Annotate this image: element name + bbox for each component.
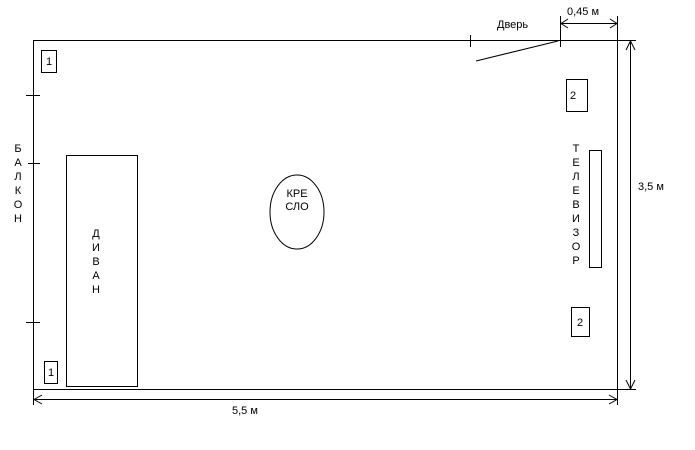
marker-2-bottom: 2 [571,307,590,337]
svg-text:Т: Т [573,143,580,155]
balcony-label: Б А Л К О Н [14,143,23,225]
marker-2-top: 2 [566,79,588,112]
svg-text:СЛО: СЛО [285,201,309,213]
svg-text:1: 1 [46,56,52,68]
svg-text:Е: Е [572,157,579,169]
svg-text:К: К [15,185,22,197]
svg-text:Е: Е [572,185,579,197]
armchair: КРЕ СЛО [269,174,325,250]
marker-1-top: 1 [41,50,57,73]
svg-text:И: И [572,213,580,225]
balcony-markers [26,95,40,323]
svg-text:В: В [572,199,579,211]
width-dimension: 5,5 м [32,389,619,417]
svg-text:О: О [572,241,581,253]
svg-text:5,5 м: 5,5 м [232,405,258,417]
svg-text:Д: Д [92,228,100,240]
svg-text:2: 2 [577,317,583,329]
svg-text:КРЕ: КРЕ [286,188,307,200]
svg-text:1: 1 [48,367,54,379]
svg-text:А: А [92,270,100,282]
svg-text:Н: Н [14,213,22,225]
room-outline [33,40,618,390]
svg-text:Дверь: Дверь [497,19,528,31]
svg-text:3,5 м: 3,5 м [638,181,664,193]
marker-1-bottom: 1 [44,361,58,384]
svg-text:О: О [14,199,23,211]
svg-text:Л: Л [572,171,579,183]
svg-text:А: А [14,157,22,169]
door-offset-dimension: 0,45 м [560,6,618,47]
sofa: Д И В А Н [66,155,138,387]
tv: Т Е Л Е В И З О Р [572,143,602,268]
svg-text:В: В [92,256,99,268]
svg-text:2: 2 [570,90,576,102]
height-dimension: 3,5 м [617,39,664,391]
svg-text:Л: Л [14,171,21,183]
svg-text:Н: Н [92,284,100,296]
svg-text:Б: Б [14,143,21,155]
svg-text:0,45 м: 0,45 м [567,6,599,18]
svg-text:Р: Р [572,255,579,267]
svg-text:И: И [92,242,100,254]
svg-text:З: З [573,227,580,239]
door: Дверь [470,19,559,62]
